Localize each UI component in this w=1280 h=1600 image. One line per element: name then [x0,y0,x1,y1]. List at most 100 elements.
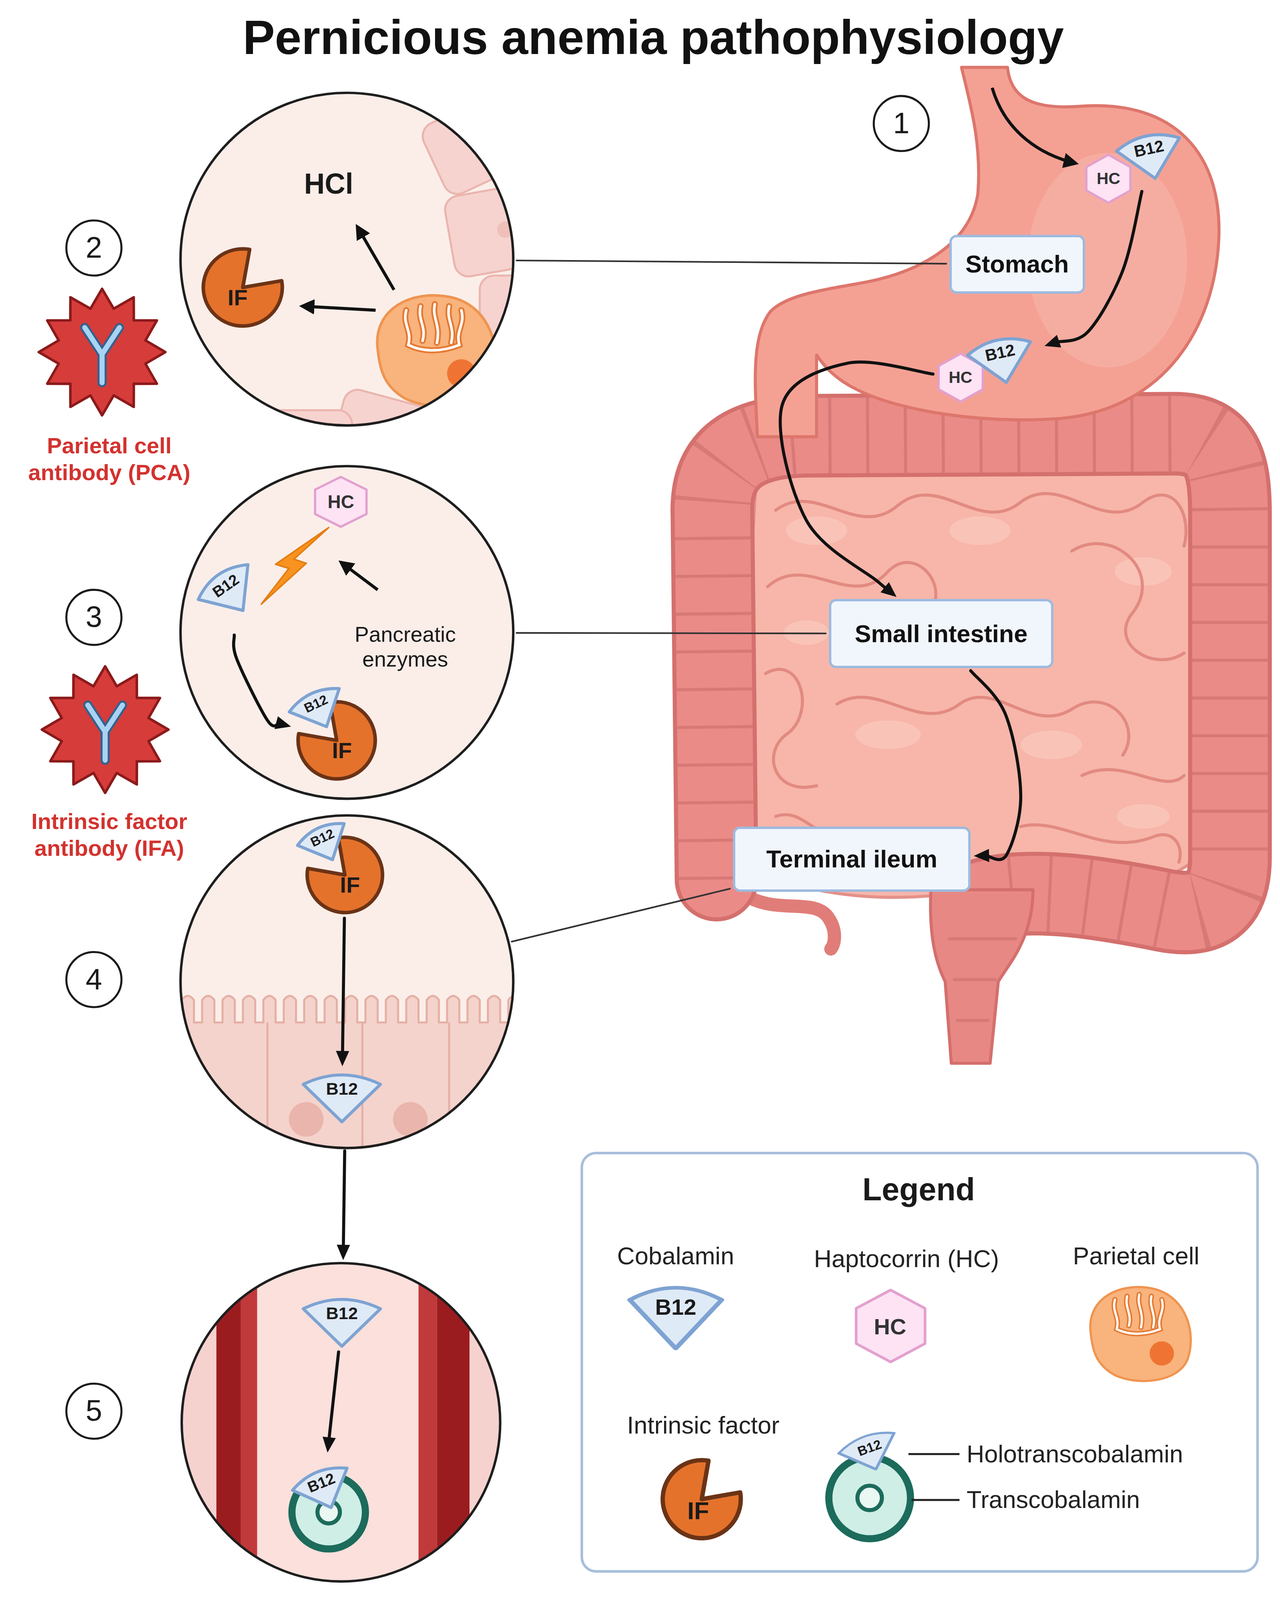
node-text: HC [327,491,355,513]
zoom-circle-border [181,1263,501,1583]
zoom-circle: HClIF [180,92,514,426]
callout-number: 4 [85,962,103,998]
cobalamin-shape-path [965,333,1038,390]
large-intestine-part [949,938,1016,1021]
antibody-starbursts-part-part [87,705,123,761]
large-intestine-part [712,433,1230,913]
callout-circles-part [66,589,122,646]
large-intestine-part [750,898,835,950]
legend-panel-part [1090,1287,1191,1382]
large-intestine-part [712,433,1230,913]
parietal-zoom-art-part-part [471,134,488,152]
blood-vessel-zoom-art-part-part [240,1261,258,1587]
parietal-zoom-art-part-part [302,306,376,311]
large-intestine [712,433,1230,1064]
stomach-part [992,87,1076,164]
arrowhead [336,1245,350,1261]
organ-label-box: Terminal ileum [732,826,971,893]
legend-panel-part [629,1288,722,1350]
parietal-zoom-art [180,82,562,486]
parietal-zoom-art-part [302,226,395,311]
haptocorrin-hexagon: HC [312,475,370,529]
legend-panel-part [828,1457,911,1540]
stomach [755,67,1220,437]
arrow-line [343,1151,345,1249]
arrow-line [780,362,933,590]
antibody-starbursts-part-part [38,288,166,416]
blood-vessel-zoom-art-part-part [179,1261,219,1587]
legend-sample-text: B12 [855,1436,884,1461]
node-text: B12 [326,1304,359,1325]
cobalamin-shape-path [294,817,356,871]
arrowhead [335,1051,350,1067]
legend-panel-part [662,1460,741,1539]
node-text: IF [227,284,248,311]
small-intestine-part [784,516,1172,829]
arrow-connector [233,635,291,730]
antibody-label: Intrinsic factor antibody (IFA) [4,808,215,863]
callout-circles-part [66,1384,122,1440]
organ-label-box: Stomach [949,234,1086,295]
leader-line [516,633,826,634]
legend-entry-text: Haptocorrin (HC) [814,1244,1000,1274]
zoom-circle-border [180,92,514,426]
node-text: Pancreatic enzymes [323,622,487,672]
legend-entry-text: Intrinsic factor [627,1411,780,1441]
callout-number: 5 [85,1393,103,1430]
blood-vessel-zoom-art-part-part [257,1261,419,1587]
arrowhead [1044,335,1062,348]
antibody-starbursts-part-part [42,666,169,793]
zoom-circle: Pancreatic enzymesHCB12IFB12 [180,466,514,799]
parietal-zoom-art-part-part [260,82,562,486]
parietal-zoom-art-part-part-part [479,275,562,389]
node-text: B12 [326,1079,359,1100]
parietal-zoom-art-part [180,82,562,486]
arrow-connector [335,918,350,1067]
arrowhead [274,716,291,730]
node-text: HC [1096,169,1121,189]
small-intestine-part-part [775,493,1186,547]
leader-line-path [511,888,730,942]
arrowhead [322,1437,336,1454]
antibody-starbursts-part-part [84,327,120,384]
small-intestine-part-part [1116,804,1170,829]
small-intestine-part-part [786,516,848,546]
large-intestine-part [712,433,1230,913]
callout-circles-part [66,220,122,276]
legend-entry-text: Transcobalamin [966,1485,1140,1515]
legend-sample-text: IF [687,1496,709,1527]
stomach-part [755,67,1220,437]
arrow-connector [780,362,933,598]
haptocorrin-hexagon: HC [1083,153,1133,205]
haptocorrin-hexagon-path [1086,154,1131,203]
blood-vessel-zoom-art-part [179,1261,505,1587]
intrinsic-factor-shape: IFB12 [293,696,380,782]
legend-panel-part [857,1486,882,1511]
cobalamin-shape-path [289,1461,359,1519]
arrow-line [342,918,345,1055]
arrow-line [233,635,280,727]
ileum-zoom-art-part-part [393,1102,428,1138]
parietal-zoom-art-part-part-part [417,82,552,199]
cobalamin-shape: B12 [298,1069,385,1126]
arrowhead [880,582,897,598]
parietal-zoom-art-part-part [377,295,496,406]
leader-line [516,260,947,264]
intestine-zoom-art-part [341,562,378,590]
cobalamin-shape-path [1114,129,1187,186]
cobalamin-shape: B12 [961,327,1042,393]
arrow-line [329,1352,339,1441]
legend-panel-part [908,1454,960,1501]
callout-circles-part [873,96,929,152]
small-intestine-part [765,493,1186,863]
zoom-circle: B12B12 [181,1263,501,1583]
legend-heading: Legend [862,1171,976,1210]
arrow-connector [970,670,1021,863]
ileum-zoom-art-part [180,815,531,1164]
callout-circles-part [66,952,122,1008]
node-text: Small intestine [854,619,1028,649]
intrinsic-factor-shape-path [203,248,283,327]
leader-line-path [516,633,826,634]
